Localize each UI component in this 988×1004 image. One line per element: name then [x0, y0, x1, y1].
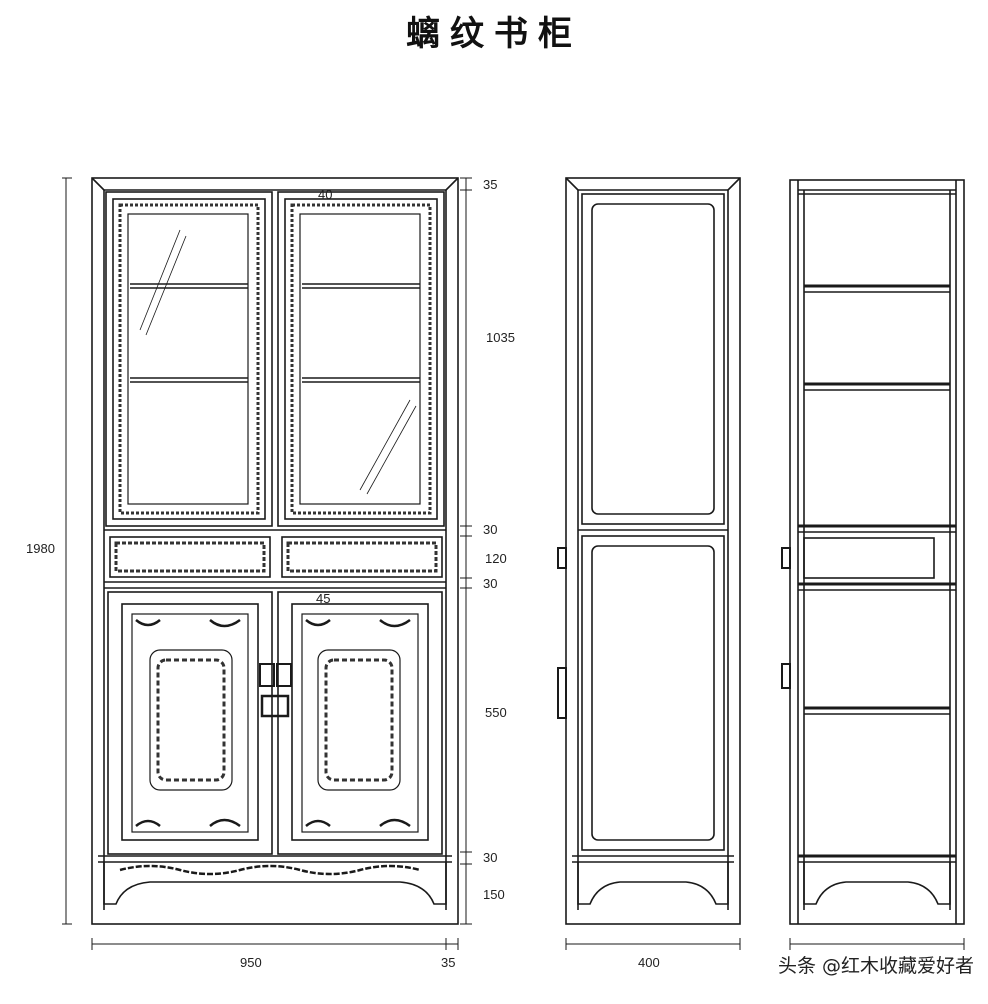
drawer-left: [109, 536, 271, 578]
lower-door-left: [107, 591, 273, 855]
dim-base-height: 150: [483, 887, 505, 902]
dim-rail-1: 30: [483, 522, 497, 537]
front-dimension-lines: [62, 177, 472, 950]
dim-depth: 400: [638, 955, 660, 970]
dim-top-center: 40: [318, 187, 332, 202]
dim-rail-2: 30: [483, 576, 497, 591]
drawer-right: [281, 536, 443, 578]
front-view: [91, 177, 459, 925]
dim-total-height: 1980: [26, 541, 55, 556]
dim-lower-doors: 550: [485, 705, 507, 720]
dim-leg: 35: [441, 955, 455, 970]
dim-drawer-height: 120: [485, 551, 507, 566]
dim-top-rail: 35: [483, 177, 497, 192]
lower-door-right: [277, 591, 443, 855]
watermark: 头条 @红木收藏爱好者: [777, 955, 974, 977]
section-view: [781, 179, 965, 950]
dimension-labels: 1980 35 40 1035 30 120 30 45 550 30 150 …: [26, 177, 660, 970]
page-title: 螭纹书柜: [406, 14, 582, 54]
dim-glass-section: 1035: [486, 330, 515, 345]
dim-lower-center: 45: [316, 591, 330, 606]
side-view: [557, 177, 741, 950]
dim-rail-3: 30: [483, 850, 497, 865]
base-apron: [103, 862, 447, 905]
glass-door-left: [105, 191, 273, 527]
door-hardware: [259, 663, 292, 718]
glass-door-right: [277, 191, 445, 527]
dim-width: 950: [240, 955, 262, 970]
